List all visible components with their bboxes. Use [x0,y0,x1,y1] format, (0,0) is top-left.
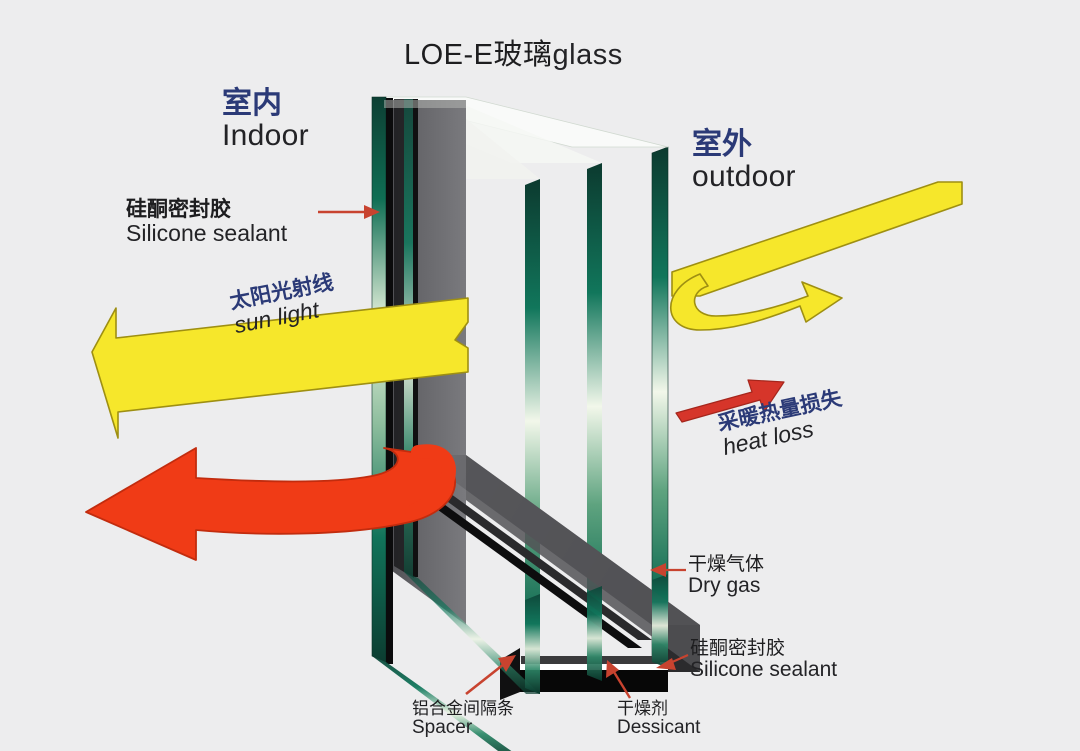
glass-unit [371,96,700,751]
sun-light-beam-outdoor [671,181,963,297]
pointer-arrow-sealant-top [318,205,380,219]
pointer-arrow-spacer [465,655,516,696]
bottom-sealant-assembly [500,648,668,700]
heat-loss-arrow [675,379,785,423]
heat-reflected-arrow [85,444,456,561]
pointer-arrow-sealant-bottom [656,653,689,670]
pointer-arrow-dry-gas [650,563,686,577]
pointer-arrow-dessicant [606,660,632,699]
pane-bottom-fades [525,574,668,694]
sun-light-arrow-reflected [669,273,843,331]
sun-light-arrow-incoming [91,297,469,439]
